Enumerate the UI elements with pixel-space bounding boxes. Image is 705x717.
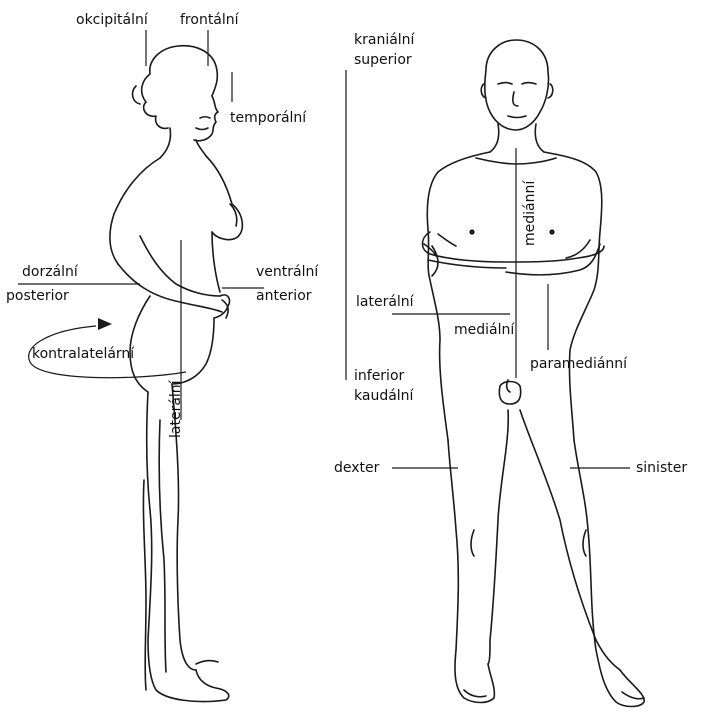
arrow-head [98, 318, 112, 330]
label-dexter: dexter [334, 460, 379, 476]
label-superior: superior [354, 52, 412, 68]
male-front-figure [423, 40, 645, 707]
label-kranialni: kraniální [354, 32, 414, 48]
label-frontalni: frontální [180, 12, 239, 28]
label-lateralni-right: laterální [356, 294, 414, 310]
label-kontralateralni: kontralatelární [32, 346, 134, 362]
label-dorzalni: dorzální [22, 264, 78, 280]
label-okcipitalni: okcipitální [76, 12, 148, 28]
label-inferior: inferior [354, 368, 404, 384]
label-temporalni: temporální [230, 110, 306, 126]
label-paramedianni: paramediánní [530, 356, 627, 372]
label-ventralni: ventrální [256, 264, 318, 280]
leader-lines [18, 30, 630, 468]
label-medianni: mediánní [522, 181, 538, 246]
label-kaudalni: kaudální [354, 388, 413, 404]
label-sinister: sinister [636, 460, 687, 476]
label-lateralni-left: laterální [168, 380, 184, 438]
label-posterior: posterior [6, 288, 69, 304]
label-anterior: anterior [256, 288, 312, 304]
label-medialni: mediální [454, 322, 514, 338]
